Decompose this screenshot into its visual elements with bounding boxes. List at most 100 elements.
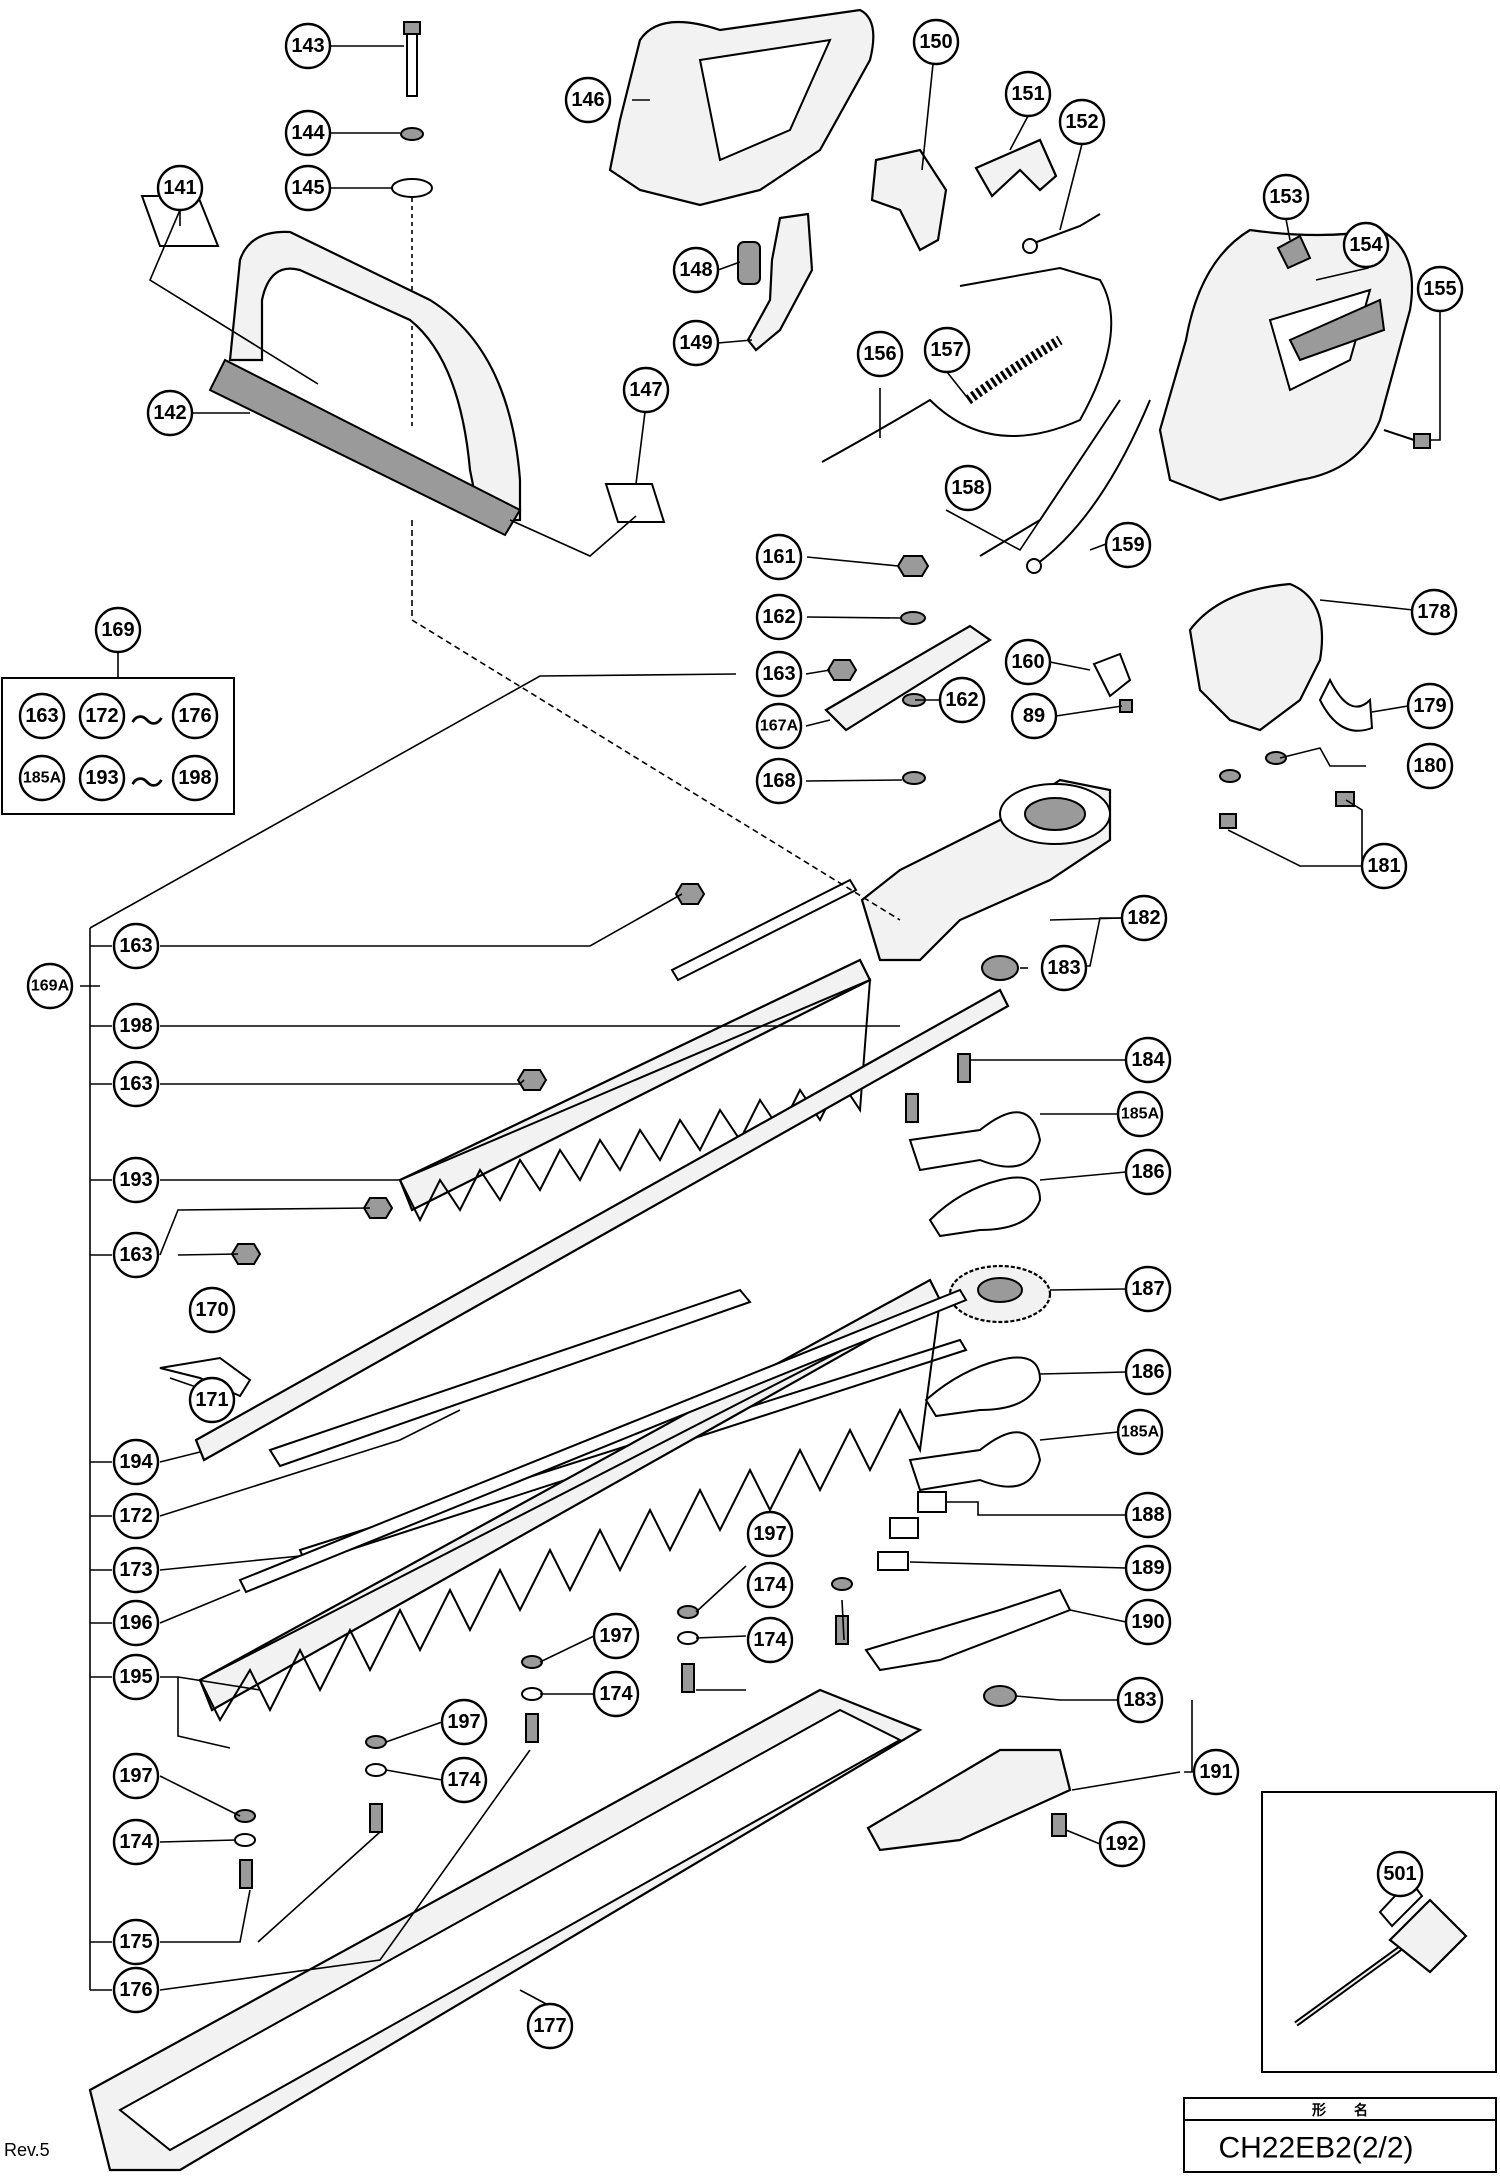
- callout-163-top[interactable]: 163: [755, 650, 803, 698]
- callout-162-b[interactable]: 162: [938, 676, 986, 724]
- set-row1-from[interactable]: 172: [78, 692, 126, 740]
- callout-173[interactable]: 173: [112, 1546, 160, 1594]
- callout-146[interactable]: 146: [564, 76, 612, 124]
- callout-167A[interactable]: 167A: [755, 702, 803, 750]
- svg-text:195: 195: [119, 1666, 152, 1688]
- callout-158[interactable]: 158: [944, 464, 992, 512]
- svg-text:162: 162: [762, 606, 795, 628]
- callout-183-upper[interactable]: 183: [1040, 944, 1088, 992]
- callout-161[interactable]: 161: [755, 533, 803, 581]
- callout-163-left-3[interactable]: 163: [112, 1231, 160, 1279]
- callout-186-upper[interactable]: 186: [1124, 1148, 1172, 1196]
- washer-144: [400, 127, 424, 141]
- callout-182[interactable]: 182: [1120, 894, 1168, 942]
- callout-89[interactable]: 89: [1010, 692, 1058, 740]
- callout-192[interactable]: 192: [1098, 1820, 1146, 1868]
- block-188: [917, 1491, 947, 1513]
- callout-185A-upper[interactable]: 185A: [1116, 1090, 1164, 1138]
- callout-170[interactable]: 170: [188, 1286, 236, 1334]
- callout-197-d[interactable]: 197: [746, 1510, 794, 1558]
- svg-text:144: 144: [291, 122, 325, 144]
- callout-183-lower[interactable]: 183: [1116, 1676, 1164, 1724]
- svg-text:185A: 185A: [1121, 1106, 1160, 1123]
- lead-159: [1033, 399, 1151, 567]
- callout-143[interactable]: 143: [284, 22, 332, 70]
- callout-168[interactable]: 168: [755, 757, 803, 805]
- callout-178[interactable]: 178: [1410, 588, 1458, 636]
- callout-193[interactable]: 193: [112, 1156, 160, 1204]
- callout-141[interactable]: 141: [156, 164, 204, 212]
- callout-181[interactable]: 181: [1360, 842, 1408, 890]
- part-150: [870, 148, 948, 252]
- callout-144[interactable]: 144: [284, 109, 332, 157]
- callout-169[interactable]: 169: [94, 606, 142, 654]
- callout-163-left-2[interactable]: 163: [112, 1060, 160, 1108]
- callout-198[interactable]: 198: [112, 1002, 160, 1050]
- blade-cover-177: [88, 1688, 923, 2172]
- callout-142[interactable]: 142: [146, 389, 194, 437]
- callout-175[interactable]: 175: [112, 1918, 160, 1966]
- bolts-181: [1219, 769, 1355, 829]
- callout-197-left[interactable]: 197: [112, 1752, 160, 1800]
- callout-151[interactable]: 151: [1004, 70, 1052, 118]
- callout-155[interactable]: 155: [1416, 265, 1464, 313]
- callout-197-c[interactable]: 197: [592, 1612, 640, 1660]
- callout-180[interactable]: 180: [1406, 742, 1454, 790]
- callout-194[interactable]: 194: [112, 1438, 160, 1486]
- callout-163-left-1[interactable]: 163: [112, 922, 160, 970]
- set-row2-to[interactable]: 198: [171, 754, 219, 802]
- callout-197-b[interactable]: 197: [440, 1698, 488, 1746]
- callouts: 143 144 145 141 142 147 146 148 149 150 …: [26, 18, 1464, 2050]
- callout-177[interactable]: 177: [526, 2002, 574, 2050]
- callout-174-c[interactable]: 174: [592, 1670, 640, 1718]
- svg-text:157: 157: [930, 339, 963, 361]
- callout-162-a[interactable]: 162: [755, 593, 803, 641]
- callout-169A[interactable]: 169A: [26, 962, 74, 1010]
- callout-171[interactable]: 171: [188, 1376, 236, 1424]
- callout-156[interactable]: 156: [856, 330, 904, 378]
- callout-186-lower[interactable]: 186: [1124, 1348, 1172, 1396]
- svg-text:187: 187: [1131, 1278, 1164, 1300]
- svg-text:154: 154: [1349, 234, 1383, 256]
- callout-189[interactable]: 189: [1124, 1544, 1172, 1592]
- callout-148[interactable]: 148: [672, 246, 720, 294]
- set-row2-from[interactable]: 193: [78, 754, 126, 802]
- callout-174-b[interactable]: 174: [440, 1756, 488, 1804]
- callout-154[interactable]: 154: [1342, 221, 1390, 269]
- callout-196[interactable]: 196: [112, 1599, 160, 1647]
- callout-179[interactable]: 179: [1406, 682, 1454, 730]
- callout-176[interactable]: 176: [112, 1966, 160, 2014]
- callout-191[interactable]: 191: [1192, 1748, 1240, 1796]
- callout-185A-lower[interactable]: 185A: [1116, 1408, 1164, 1456]
- svg-text:197: 197: [447, 1711, 480, 1733]
- callout-152[interactable]: 152: [1058, 98, 1106, 146]
- front-handle-142: [208, 230, 522, 537]
- callout-501[interactable]: 501: [1376, 1850, 1424, 1898]
- set-row2-first[interactable]: 185A: [18, 754, 66, 802]
- plate-196: [238, 1288, 968, 1594]
- callout-159[interactable]: 159: [1104, 521, 1152, 569]
- plate-172: [268, 1288, 752, 1468]
- callout-195[interactable]: 195: [112, 1653, 160, 1701]
- callout-184[interactable]: 184: [1124, 1036, 1172, 1084]
- svg-text:168: 168: [762, 770, 795, 792]
- svg-text:172: 172: [85, 705, 118, 727]
- bar-194: [194, 988, 1010, 1462]
- callout-188[interactable]: 188: [1124, 1491, 1172, 1539]
- set-row1-first[interactable]: 163: [18, 692, 66, 740]
- callout-150[interactable]: 150: [912, 18, 960, 66]
- set-row1-to[interactable]: 176: [171, 692, 219, 740]
- callout-160[interactable]: 160: [1004, 638, 1052, 686]
- callout-147[interactable]: 147: [622, 366, 670, 414]
- callout-187[interactable]: 187: [1124, 1265, 1172, 1313]
- bearing-183: [981, 955, 1019, 981]
- callout-190[interactable]: 190: [1124, 1598, 1172, 1646]
- callout-174-left[interactable]: 174: [112, 1818, 160, 1866]
- callout-157[interactable]: 157: [923, 326, 971, 374]
- callout-174-d[interactable]: 174: [746, 1561, 794, 1609]
- callout-174-e[interactable]: 174: [746, 1616, 794, 1664]
- callout-145[interactable]: 145: [284, 164, 332, 212]
- callout-149[interactable]: 149: [672, 319, 720, 367]
- callout-172[interactable]: 172: [112, 1492, 160, 1540]
- callout-153[interactable]: 153: [1262, 173, 1310, 221]
